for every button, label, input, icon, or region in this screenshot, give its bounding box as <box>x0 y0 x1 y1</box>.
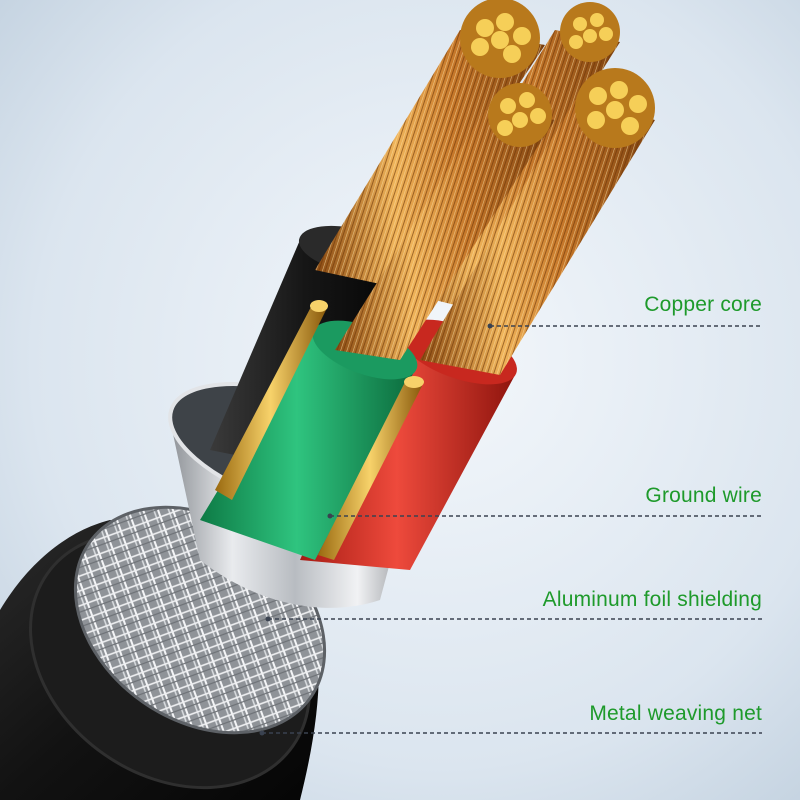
leader-dots <box>259 323 493 736</box>
copper-tip-3 <box>488 83 552 147</box>
copper-tip-1 <box>460 0 540 78</box>
label-copper-core: Copper core <box>644 293 762 316</box>
copper-tip-2 <box>560 2 620 62</box>
copper-tip-4 <box>575 68 655 148</box>
copper-cores <box>315 30 655 375</box>
label-metal-weaving-net: Metal weaving net <box>589 702 762 725</box>
leader-lines <box>262 325 762 734</box>
ground-wires <box>215 300 424 560</box>
label-aluminum-foil-shielding: Aluminum foil shielding <box>542 588 762 611</box>
label-ground-wire: Ground wire <box>645 484 762 507</box>
